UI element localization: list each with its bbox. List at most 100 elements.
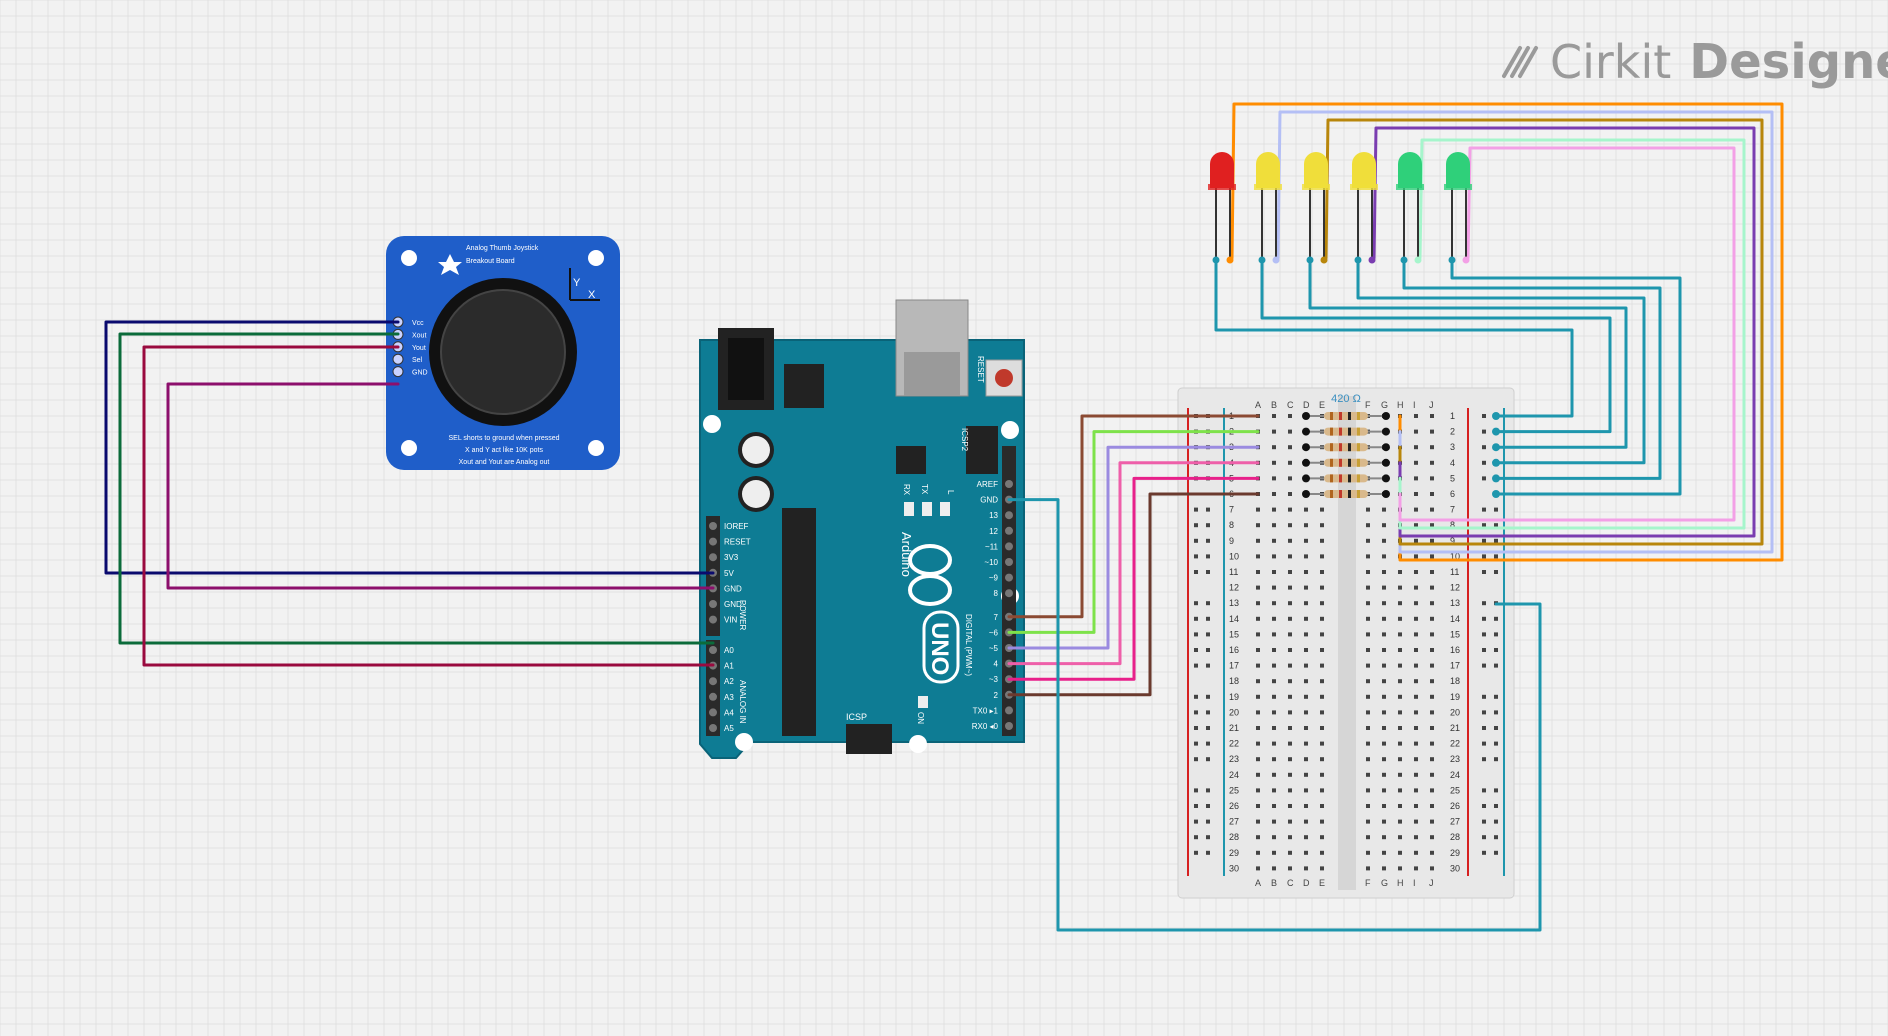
breadboard-hole[interactable] (1320, 694, 1324, 699)
rail-hole[interactable] (1194, 726, 1198, 730)
joystick-pin[interactable] (392, 353, 404, 365)
breadboard-hole[interactable] (1398, 601, 1402, 606)
breadboard-hole[interactable] (1256, 601, 1260, 606)
breadboard-hole[interactable] (1430, 570, 1434, 574)
breadboard-hole[interactable] (1256, 585, 1260, 590)
breadboard-hole[interactable] (1398, 850, 1402, 855)
rail-hole[interactable] (1482, 523, 1486, 528)
breadboard-hole[interactable] (1304, 538, 1308, 543)
breadboard-hole[interactable] (1430, 772, 1434, 777)
reset-button-cap[interactable] (995, 369, 1013, 387)
analog-pin[interactable] (709, 646, 717, 654)
breadboard-hole[interactable] (1430, 741, 1434, 746)
rail-hole[interactable] (1494, 710, 1498, 715)
rail-hole[interactable] (1194, 523, 1198, 528)
breadboard-hole[interactable] (1272, 819, 1276, 824)
breadboard-hole[interactable] (1366, 804, 1370, 808)
breadboard-hole[interactable] (1414, 757, 1418, 762)
breadboard-hole[interactable] (1398, 585, 1402, 590)
breadboard-hole[interactable] (1256, 866, 1260, 871)
breadboard-hole[interactable] (1366, 772, 1370, 777)
led-green[interactable] (1398, 152, 1422, 188)
rail-hole[interactable] (1206, 710, 1210, 715)
breadboard-hole[interactable] (1366, 632, 1370, 637)
breadboard-hole[interactable] (1304, 850, 1308, 855)
breadboard-hole[interactable] (1304, 523, 1308, 528)
resistor-pin[interactable] (1302, 474, 1310, 483)
breadboard-hole[interactable] (1272, 601, 1276, 606)
rail-hole[interactable] (1482, 819, 1486, 824)
breadboard-hole[interactable] (1382, 632, 1386, 637)
breadboard-hole[interactable] (1288, 835, 1292, 840)
breadboard-hole[interactable] (1366, 616, 1370, 621)
breadboard-hole[interactable] (1256, 507, 1260, 512)
rail-hole[interactable] (1206, 663, 1210, 668)
rail-hole[interactable] (1482, 663, 1486, 668)
rail-connection[interactable] (1492, 412, 1500, 420)
breadboard-hole[interactable] (1414, 804, 1418, 808)
breadboard-hole[interactable] (1366, 585, 1370, 590)
breadboard-hole[interactable] (1382, 663, 1386, 668)
breadboard-hole[interactable] (1366, 538, 1370, 543)
breadboard-hole[interactable] (1414, 866, 1418, 871)
wire-led-cathode[interactable] (1450, 258, 1682, 496)
breadboard-hole[interactable] (1430, 554, 1434, 559)
breadboard-hole[interactable] (1382, 523, 1386, 528)
breadboard-hole[interactable] (1272, 554, 1276, 559)
rail-hole[interactable] (1482, 601, 1486, 606)
rail-hole[interactable] (1482, 616, 1486, 621)
breadboard-hole[interactable] (1288, 804, 1292, 808)
breadboard-hole[interactable] (1288, 507, 1292, 512)
breadboard-hole[interactable] (1430, 694, 1434, 699)
rail-hole[interactable] (1194, 694, 1198, 699)
breadboard-hole[interactable] (1288, 492, 1292, 496)
rail-hole[interactable] (1494, 741, 1498, 746)
breadboard-hole[interactable] (1366, 866, 1370, 871)
breadboard-hole[interactable] (1414, 679, 1418, 684)
breadboard-hole[interactable] (1256, 741, 1260, 746)
rail-hole[interactable] (1194, 507, 1198, 512)
breadboard-hole[interactable] (1304, 694, 1308, 699)
rail-hole[interactable] (1194, 616, 1198, 621)
resistor-pin[interactable] (1382, 412, 1390, 420)
rail-hole[interactable] (1482, 554, 1486, 559)
breadboard-hole[interactable] (1430, 507, 1434, 512)
breadboard-hole[interactable] (1430, 663, 1434, 668)
led-pin[interactable] (1272, 256, 1280, 264)
rail-hole[interactable] (1482, 414, 1486, 418)
breadboard-hole[interactable] (1320, 663, 1324, 668)
led-pin[interactable] (1212, 256, 1220, 264)
resistor-pin[interactable] (1382, 490, 1390, 498)
breadboard-hole[interactable] (1320, 710, 1324, 715)
breadboard-hole[interactable] (1430, 492, 1434, 496)
breadboard-hole[interactable] (1272, 414, 1276, 418)
digital-pin[interactable] (1005, 722, 1013, 730)
rail-hole[interactable] (1494, 538, 1498, 543)
breadboard-hole[interactable] (1288, 585, 1292, 590)
analog-pin[interactable] (709, 708, 717, 717)
breadboard-hole[interactable] (1288, 616, 1292, 621)
breadboard-hole[interactable] (1320, 679, 1324, 684)
power-pin[interactable] (709, 553, 717, 562)
wire-led-cathode[interactable] (1402, 258, 1662, 480)
breadboard-hole[interactable] (1288, 570, 1292, 574)
breadboard-hole[interactable] (1304, 710, 1308, 715)
breadboard-hole[interactable] (1256, 538, 1260, 543)
led-pin[interactable] (1354, 256, 1362, 264)
wire-digital-to-breadboard[interactable] (1007, 461, 1260, 666)
breadboard-hole[interactable] (1382, 757, 1386, 762)
digital-pin[interactable] (1005, 526, 1013, 535)
rail-hole[interactable] (1482, 476, 1486, 481)
breadboard-hole[interactable] (1382, 741, 1386, 746)
led-pin[interactable] (1226, 256, 1234, 264)
breadboard-hole[interactable] (1288, 694, 1292, 699)
rail-hole[interactable] (1494, 648, 1498, 652)
breadboard-hole[interactable] (1320, 772, 1324, 777)
led-yellow[interactable] (1256, 152, 1280, 188)
rail-hole[interactable] (1206, 507, 1210, 512)
breadboard-hole[interactable] (1304, 632, 1308, 637)
breadboard-hole[interactable] (1414, 663, 1418, 668)
rail-hole[interactable] (1482, 694, 1486, 699)
breadboard-hole[interactable] (1398, 679, 1402, 684)
breadboard-hole[interactable] (1382, 554, 1386, 559)
